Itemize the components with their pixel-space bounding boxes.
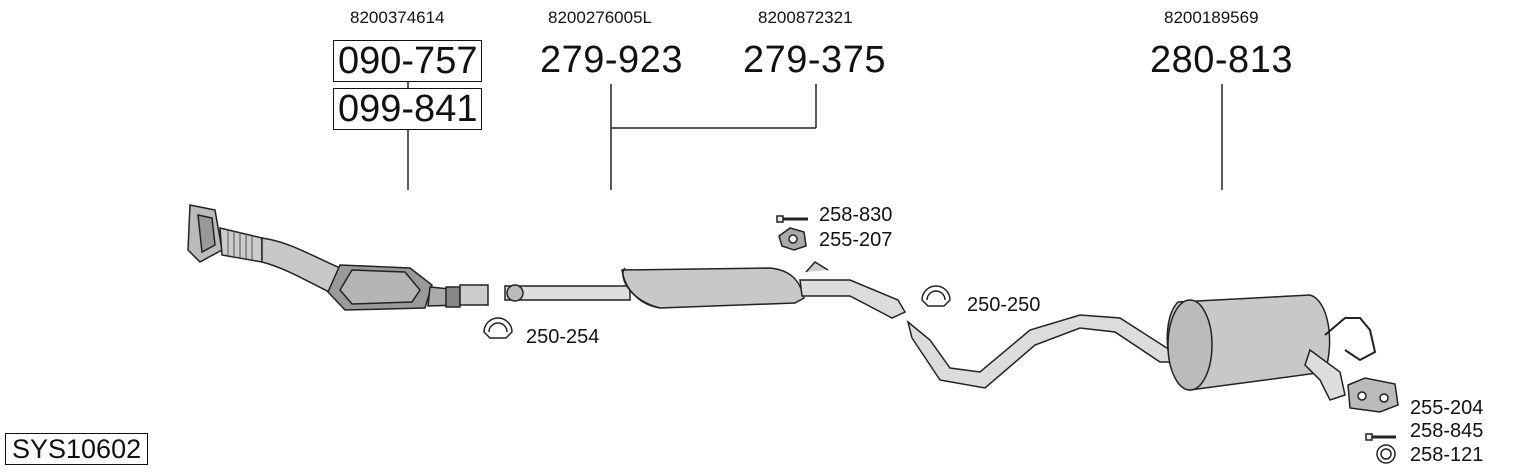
part-number-catalyst-1[interactable]: 090-757 (333, 40, 483, 82)
oe-number-catalyst: 8200374614 (350, 8, 445, 27)
rear-silencer-drawing (906, 294, 1377, 401)
accessory-bolt-middle[interactable]: 258-830 (819, 204, 893, 226)
accessory-bolt-rear[interactable]: 258-845 (1410, 420, 1484, 442)
mount-icon-middle (778, 227, 807, 251)
bolt-icon-middle (776, 215, 808, 223)
middle-silencer-drawing (504, 261, 907, 319)
oe-number-middle-silencer: 8200872321 (758, 8, 853, 27)
part-number-front-pipe[interactable]: 279-923 (540, 39, 683, 81)
clamp-icon-front (483, 317, 513, 339)
part-number-catalyst-2[interactable]: 099-841 (333, 88, 483, 130)
oe-number-rear-silencer: 8200189569 (1164, 8, 1259, 27)
accessory-mount-rear[interactable]: 255-204 (1410, 397, 1484, 419)
system-code-label: SYS10602 (5, 433, 149, 465)
clamp-icon-middle (921, 285, 951, 307)
part-number-rear-silencer[interactable]: 280-813 (1150, 39, 1293, 81)
ring-icon-rear (1376, 444, 1396, 464)
bolt-icon-rear (1365, 433, 1396, 441)
mount-icon-rear (1347, 377, 1399, 413)
oe-number-front-pipe: 8200276005L (548, 8, 653, 27)
accessory-clamp-front[interactable]: 250-254 (526, 326, 600, 348)
accessory-clamp-middle[interactable]: 250-250 (967, 294, 1041, 316)
accessory-mount-middle[interactable]: 255-207 (819, 229, 893, 251)
part-number-middle-silencer[interactable]: 279-375 (743, 39, 886, 81)
catalyst-drawing (187, 204, 489, 311)
accessory-ring-rear[interactable]: 258-121 (1410, 444, 1484, 466)
